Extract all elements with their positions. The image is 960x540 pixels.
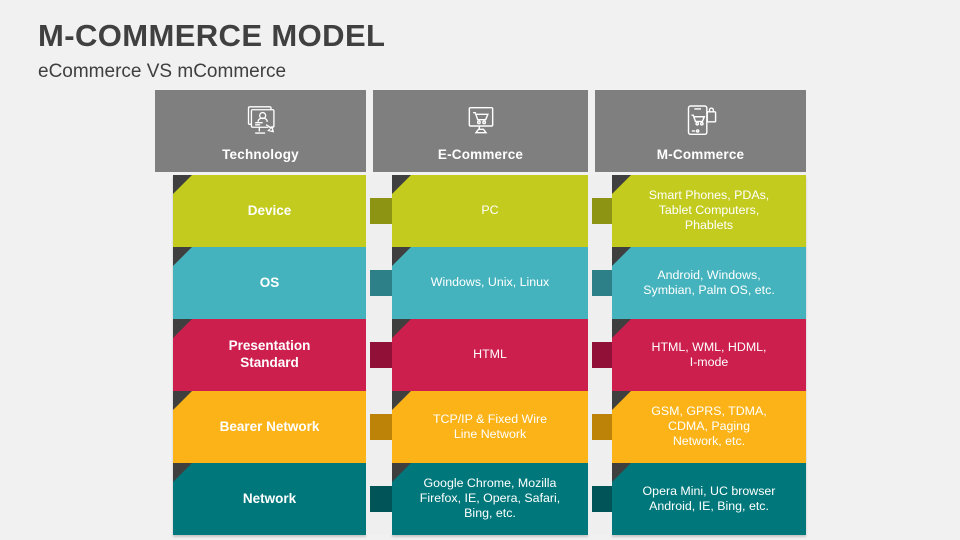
cell-text: Device bbox=[247, 202, 292, 218]
corner-fold-icon bbox=[173, 247, 192, 266]
page-subtitle: eCommerce VS mCommerce bbox=[38, 61, 287, 82]
corner-fold-icon bbox=[173, 319, 192, 338]
cell-text: Windows, Unix, Linux bbox=[430, 275, 550, 290]
page-title: M-COMMERCE MODEL bbox=[38, 18, 386, 53]
corner-fold-icon bbox=[392, 175, 411, 194]
row-connector bbox=[370, 269, 392, 296]
row-connector bbox=[592, 269, 612, 296]
header-column-technology: Technology bbox=[155, 90, 366, 172]
row-label-cell: Bearer Network bbox=[173, 391, 366, 463]
corner-fold-icon bbox=[173, 463, 192, 482]
row-connector bbox=[592, 197, 612, 224]
header-column-label: Technology bbox=[222, 146, 299, 162]
row-data-cell: Windows, Unix, Linux bbox=[392, 247, 588, 319]
header-column-e-commerce: E-Commerce bbox=[373, 90, 588, 172]
cell-text: Bearer Network bbox=[219, 418, 320, 434]
row-label-cell: OS bbox=[173, 247, 366, 319]
row-data-cell: HTML bbox=[392, 319, 588, 391]
row-connector bbox=[370, 197, 392, 224]
row-label-cell: Network bbox=[173, 463, 366, 535]
row-data-cell: HTML, WML, HDML,I-mode bbox=[612, 319, 806, 391]
row-connector bbox=[370, 341, 392, 368]
cell-text: HTML bbox=[473, 347, 507, 362]
header-column-label: E-Commerce bbox=[437, 146, 524, 162]
row-data-cell: PC bbox=[392, 175, 588, 247]
cell-text: Smart Phones, PDAs,Tablet Computers,Phab… bbox=[648, 188, 770, 233]
corner-fold-icon bbox=[392, 247, 411, 266]
corner-fold-icon bbox=[392, 391, 411, 410]
row-connector bbox=[592, 413, 612, 440]
corner-fold-icon bbox=[612, 247, 631, 266]
cell-text: HTML, WML, HDML,I-mode bbox=[651, 339, 767, 369]
header-column-label: M-Commerce bbox=[656, 146, 745, 162]
desktop-user-icon bbox=[241, 101, 281, 141]
cell-text: Android, Windows,Symbian, Palm OS, etc. bbox=[643, 267, 775, 297]
row-connector bbox=[370, 485, 392, 512]
row-connector bbox=[592, 485, 612, 512]
corner-fold-icon bbox=[392, 319, 411, 338]
cell-text: OS bbox=[259, 274, 280, 290]
corner-fold-icon bbox=[173, 391, 192, 410]
row-data-cell: Smart Phones, PDAs,Tablet Computers,Phab… bbox=[612, 175, 806, 247]
corner-fold-icon bbox=[612, 319, 631, 338]
row-data-cell: Android, Windows,Symbian, Palm OS, etc. bbox=[612, 247, 806, 319]
row-connector bbox=[592, 341, 612, 368]
desktop-cart-icon bbox=[461, 101, 501, 141]
cell-text: PC bbox=[481, 203, 499, 218]
header-column-m-commerce: M-Commerce bbox=[595, 90, 806, 172]
corner-fold-icon bbox=[612, 463, 631, 482]
row-label-cell: Device bbox=[173, 175, 366, 247]
cell-text: Network bbox=[242, 490, 297, 506]
mobile-cart-bag-icon bbox=[681, 101, 721, 141]
corner-fold-icon bbox=[173, 175, 192, 194]
row-connector bbox=[370, 413, 392, 440]
